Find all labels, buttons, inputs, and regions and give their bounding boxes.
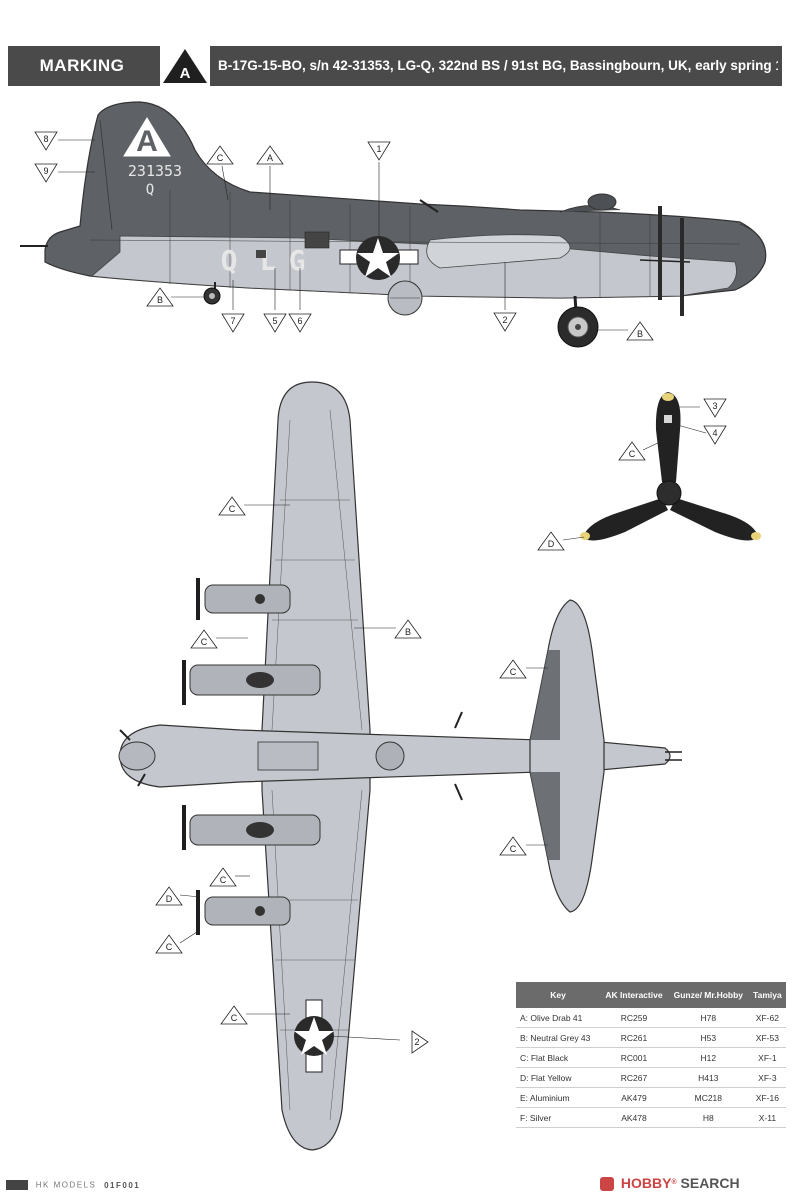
propeller-detail	[580, 392, 761, 541]
svg-text:2: 2	[414, 1037, 419, 1047]
callout-c-engine-4: C	[155, 934, 183, 954]
marking-letter: A	[180, 65, 191, 82]
table-header-key: Key	[516, 982, 601, 1008]
callout-3: 3	[703, 398, 727, 418]
callout-4: 4	[703, 425, 727, 445]
side-wing-root	[426, 234, 571, 269]
top-stabilizer	[529, 599, 605, 913]
table-header-gunze: Gunze/ Mr.Hobby	[667, 982, 749, 1008]
hobby-search-logo-icon	[600, 1177, 614, 1192]
svg-text:D: D	[548, 539, 555, 549]
side-star-insignia	[339, 236, 419, 280]
callout-8: 8	[34, 131, 58, 151]
table-header-row: Key AK Interactive Gunze/ Mr.Hobby Tamiy…	[516, 982, 786, 1008]
table-header-ak: AK Interactive	[600, 982, 668, 1008]
callout-5: 5	[263, 313, 287, 333]
watermark-part1: HOBBY	[620, 1175, 672, 1191]
paint-reference-table: Key AK Interactive Gunze/ Mr.Hobby Tamiy…	[516, 982, 786, 1128]
table-row: B: Neutral Grey 43 RC261 H53 XF-53	[516, 1027, 786, 1048]
svg-text:B: B	[157, 295, 163, 305]
table-row: C: Flat Black RC001 H12 XF-1	[516, 1047, 786, 1068]
callout-c-engine-1: C	[190, 629, 218, 649]
callout-2-top: 2	[411, 1030, 429, 1054]
marking-header: MARKING A B-17G-15-BO, s/n 42-31353, LG-…	[8, 46, 782, 86]
side-panel-lines	[89, 190, 741, 298]
svg-text:8: 8	[43, 134, 48, 144]
callout-c-stab-upper: C	[499, 659, 527, 679]
callout-7: 7	[221, 313, 245, 333]
table-row: D: Flat Yellow RC267 H413 XF-3	[516, 1067, 786, 1088]
svg-text:D: D	[166, 894, 173, 904]
side-view: A 231353 Q Q L G	[20, 101, 767, 348]
watermark-part2: SEARCH	[680, 1175, 740, 1191]
callout-1: 1	[367, 141, 391, 161]
callout-c-wing-lower: C	[220, 1005, 248, 1025]
svg-text:A: A	[267, 153, 273, 163]
svg-text:2: 2	[502, 315, 507, 325]
svg-text:C: C	[510, 844, 517, 854]
marking-letter-triangle-icon: A	[163, 49, 207, 83]
svg-text:C: C	[166, 942, 173, 952]
table-row: F: Silver AK478 H8 X-11	[516, 1107, 786, 1128]
marking-letter-box: A	[160, 46, 210, 86]
svg-text:C: C	[217, 153, 224, 163]
svg-text:7: 7	[230, 316, 235, 326]
svg-text:C: C	[629, 449, 636, 459]
aircraft-description: B-17G-15-BO, s/n 42-31353, LG-Q, 322nd B…	[218, 58, 778, 73]
svg-text:4: 4	[712, 428, 717, 438]
tail-code: Q	[146, 182, 154, 198]
tail-letter: A	[136, 125, 158, 158]
svg-text:C: C	[229, 504, 236, 514]
callout-6: 6	[288, 313, 312, 333]
footer-code: 01F001	[104, 1180, 141, 1190]
top-star-insignia	[294, 999, 334, 1073]
callout-d-top: D	[155, 886, 183, 906]
table-header-tamiya: Tamiya	[748, 982, 786, 1008]
footer-brand: HK MODELS 01F001	[6, 1180, 140, 1194]
svg-text:C: C	[220, 875, 227, 885]
svg-text:6: 6	[297, 316, 302, 326]
hobby-search-watermark: HOBBY® SEARCH	[600, 1172, 792, 1194]
marking-label: MARKING	[39, 56, 125, 75]
svg-text:1: 1	[376, 144, 381, 154]
callout-c-stab-lower: C	[499, 836, 527, 856]
footer-brand-name: HK MODELS	[35, 1180, 97, 1190]
callout-b-mainwheel: B	[626, 321, 654, 341]
svg-text:9: 9	[43, 166, 48, 176]
callout-c-wing-upper: C	[218, 496, 246, 516]
svg-text:C: C	[231, 1013, 238, 1023]
callout-c-side: C	[206, 145, 234, 165]
callout-c-prop: C	[618, 441, 646, 461]
fuselage-code-3: G	[289, 244, 306, 277]
leader-lines	[58, 139, 707, 1041]
callout-b-tailwheel: B	[146, 287, 174, 307]
svg-text:3: 3	[712, 401, 717, 411]
callout-d-prop: D	[537, 531, 565, 551]
fuselage-code-1: Q	[221, 244, 238, 277]
callouts: 8 9 C A 1 B 7 5 6 2 B 3 4 C D C C B C C …	[34, 131, 727, 1054]
svg-text:5: 5	[272, 316, 277, 326]
tail-insignia: A	[123, 117, 171, 158]
svg-text:B: B	[637, 329, 643, 339]
hk-logo-icon	[6, 1180, 28, 1190]
table-row: E: Aluminium AK479 MC218 XF-16	[516, 1087, 786, 1108]
side-lower-grey	[91, 235, 737, 299]
callout-9: 9	[34, 163, 58, 183]
tail-serial: 231353	[128, 162, 182, 180]
fuselage-code-2: L	[260, 244, 277, 277]
callout-b-wing: B	[394, 619, 422, 639]
engine-turbos	[246, 594, 274, 916]
top-props	[182, 578, 200, 935]
top-view	[118, 381, 682, 1151]
svg-text:C: C	[201, 637, 208, 647]
callout-2-side: 2	[493, 312, 517, 332]
callout-a-side: A	[256, 145, 284, 165]
table-row: A: Olive Drab 41 RC259 H78 XF-62	[516, 1008, 786, 1028]
svg-text:C: C	[510, 667, 517, 677]
callout-c-engine-3: C	[209, 867, 237, 887]
svg-text:B: B	[405, 627, 411, 637]
